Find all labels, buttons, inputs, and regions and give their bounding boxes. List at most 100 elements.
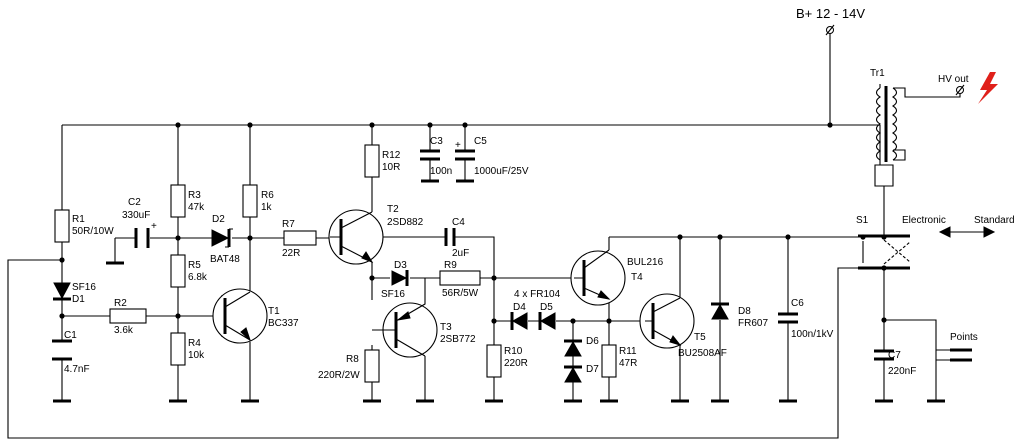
diode-d7: [564, 365, 582, 383]
points-label: Points: [950, 332, 978, 343]
hv-terminal: [955, 84, 965, 96]
node-c7: [881, 317, 887, 323]
node-d8: [717, 234, 723, 240]
c1-value: 4.7nF: [64, 364, 90, 375]
r1-value: 50R/10W: [72, 226, 114, 237]
bplus-terminal: [825, 24, 835, 36]
c7-ref: C7: [888, 350, 901, 361]
resistor-r4: [170, 332, 186, 366]
d2-ref: D2: [212, 214, 225, 225]
capacitor-c2: +: [134, 221, 157, 248]
node-r10-d4: [491, 318, 497, 324]
d5-ref: D5: [540, 302, 553, 313]
junction-nodes: [59, 122, 887, 324]
r10-value: 220R: [504, 358, 528, 369]
r5-ref: R5: [188, 260, 201, 271]
resistor-r5: [170, 254, 186, 288]
terminals: [825, 24, 998, 104]
r5-value: 6.8k: [188, 272, 208, 283]
r2-value: 3.6k: [114, 325, 134, 336]
switch-standard-label: Standard: [974, 215, 1015, 226]
diode-d1: [53, 282, 71, 301]
c3-value: 100n: [430, 166, 452, 177]
resistor-r9: [439, 270, 481, 286]
switch-electronic-label: Electronic: [902, 215, 946, 226]
resistor-r1: [54, 209, 70, 243]
t4-ref: T4: [631, 272, 643, 283]
resistors: [54, 144, 617, 383]
r3-value: 47k: [188, 202, 205, 213]
c5-ref: C5: [474, 136, 487, 147]
r11-value: 47R: [619, 358, 637, 369]
node-rail-c5: [462, 122, 468, 128]
node-r1-d1: [59, 257, 65, 263]
t3-value: 2SB772: [440, 334, 476, 345]
svg-text:+: +: [455, 140, 461, 151]
r12-value: 10R: [382, 162, 400, 173]
c4-value: 2uF: [452, 248, 469, 259]
t3-ref: T3: [440, 322, 452, 333]
d4-ref: D4: [513, 302, 526, 313]
r7-ref: R7: [282, 219, 295, 230]
d2-value: BAT48: [210, 254, 240, 265]
node-d1-c1: [59, 313, 65, 319]
capacitor-c4: [444, 228, 456, 246]
t1-ref: T1: [268, 306, 280, 317]
capacitor-c1: [52, 339, 72, 361]
t2-value: 2SD882: [387, 217, 424, 228]
transformer-tr1: [875, 84, 898, 165]
resistor-r7: [283, 230, 317, 246]
switch-ref: S1: [856, 215, 869, 226]
resistor-r2: [109, 308, 147, 324]
r6-ref: R6: [261, 190, 274, 201]
ground-symbols: [53, 179, 945, 403]
node-rail-c3: [427, 122, 433, 128]
diode-d5: [538, 312, 556, 330]
wires: [7, 30, 961, 439]
switch-s1: [858, 226, 996, 271]
capacitor-c5: +: [455, 140, 475, 161]
resistor-r11: [601, 344, 617, 378]
d8-value: FR607: [738, 318, 768, 329]
node-c6: [785, 234, 791, 240]
r8-ref: R8: [346, 354, 359, 365]
c6-ref: C6: [791, 298, 804, 309]
c3-ref: C3: [430, 136, 443, 147]
r9-ref: R9: [444, 260, 457, 271]
transistor-t1: [212, 288, 268, 344]
r9-value: 56R/5W: [442, 288, 479, 299]
t4-value: BUL216: [627, 257, 664, 268]
node-d2-r6: [247, 235, 253, 241]
c1-ref: C1: [64, 330, 77, 341]
capacitors: + +: [52, 140, 894, 361]
t5-ref: T5: [694, 332, 706, 343]
hv-bolt-icon: [978, 72, 998, 104]
node-t2-d3: [369, 275, 375, 281]
resistor-r12: [364, 144, 380, 178]
r3-ref: R3: [188, 190, 201, 201]
r10-ref: R10: [504, 346, 523, 357]
t2-ref: T2: [387, 204, 399, 215]
capacitor-c7: [874, 349, 894, 361]
r11-ref: R11: [619, 346, 637, 357]
node-r9-r10: [491, 275, 497, 281]
node-t4-t5: [606, 318, 612, 324]
capacitor-c3: [420, 149, 440, 161]
diode-d4: [510, 312, 528, 330]
d6-ref: D6: [586, 336, 599, 347]
c4-ref: C4: [452, 217, 465, 228]
diode-d8: [711, 302, 729, 320]
node-r5-r4: [175, 313, 181, 319]
resistor-r8: [364, 349, 380, 383]
r1-ref: R1: [72, 214, 85, 225]
d8-ref: D8: [738, 306, 751, 317]
d3-ref: D3: [394, 260, 407, 271]
node-rail-r12: [369, 122, 375, 128]
c5-value: 1000uF/25V: [474, 166, 529, 177]
transistors: [212, 209, 695, 358]
transistor-t4: [570, 249, 626, 306]
t1-value: BC337: [268, 318, 299, 329]
c2-value: 330uF: [122, 210, 150, 221]
resistor-r3: [170, 184, 186, 218]
